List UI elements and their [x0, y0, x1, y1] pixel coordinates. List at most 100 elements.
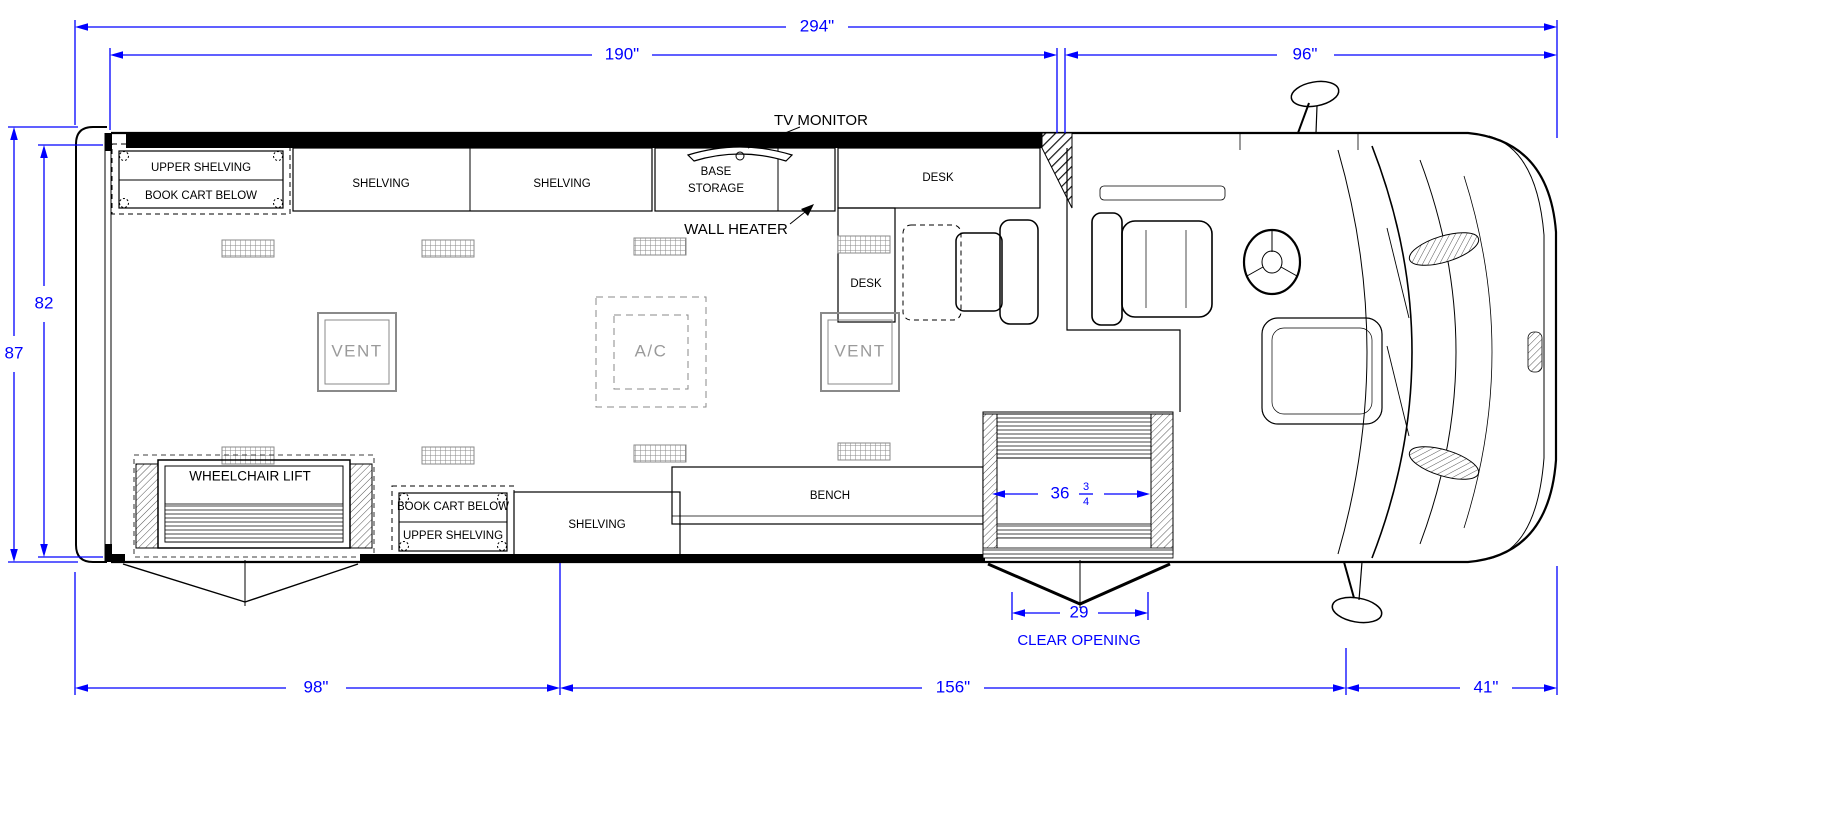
desk-top-box — [837, 147, 1041, 209]
engine-console-outer — [1261, 317, 1383, 425]
vent-right-inner — [827, 319, 893, 385]
overhead-console — [1099, 185, 1226, 201]
lift-pump-left — [135, 463, 159, 549]
dim-41-text: 41" — [1474, 677, 1499, 696]
side-mirror-top — [1290, 80, 1340, 108]
vent-left-label: VENT — [331, 341, 382, 360]
step-rail-left — [982, 413, 998, 555]
upper-shelving-bottom-label: UPPER SHELVING — [403, 530, 503, 542]
desk-side-label: DESK — [850, 278, 882, 290]
rear-wall-corner-bottom — [105, 544, 112, 562]
tv-mount-icon — [735, 151, 745, 161]
step-sill — [982, 547, 1174, 559]
headlight-top — [1408, 232, 1480, 266]
lift-roller — [164, 503, 344, 543]
front-grille-emblem — [1527, 331, 1543, 373]
mirror-arm-bottom — [1358, 561, 1363, 601]
entry-side-doors — [987, 560, 1171, 608]
wall-heater-label: WALL HEATER — [684, 221, 788, 238]
floor-register — [633, 237, 687, 256]
dim-82-text: 82 — [35, 293, 54, 312]
shelving-2-label: SHELVING — [533, 178, 590, 190]
mirror-arm-top — [1297, 102, 1310, 134]
step-mid — [996, 523, 1152, 539]
windshield — [1371, 145, 1413, 559]
lift-dashed-outline — [133, 454, 375, 558]
dim-29-text: 29 — [1070, 602, 1089, 621]
dimension-overall-294: 294" — [74, 16, 1558, 138]
book-cart-dashed-outline — [111, 143, 291, 215]
dimension-front-41: 41" — [1346, 566, 1558, 696]
caster-icon — [273, 198, 283, 208]
tv-monitor-label: TV MONITOR — [774, 112, 868, 129]
front-bumper-inner — [1488, 135, 1545, 560]
floor-register — [837, 235, 891, 254]
floor-register — [633, 444, 687, 463]
desk-top-label: DESK — [922, 172, 954, 184]
dimension-cab-96: 96" — [1064, 44, 1557, 133]
dimension-body-190: 190" — [109, 44, 1058, 133]
floor-register — [221, 446, 275, 465]
floor-register — [421, 239, 475, 258]
dim-96-text: 96" — [1293, 44, 1318, 63]
floor-register — [421, 446, 475, 465]
driver-seat-back — [1091, 212, 1123, 326]
caster-icon — [399, 493, 409, 503]
rear-bumper — [75, 126, 107, 563]
dim-98-text: 98" — [304, 677, 329, 696]
rear-door-left-panel — [122, 563, 246, 603]
rear-side-doors — [122, 560, 359, 606]
ac-inner-dashed — [613, 314, 689, 390]
cab — [1091, 80, 1543, 624]
entry-door-right-panel — [1079, 562, 1171, 606]
lift-pump-right — [349, 463, 373, 549]
wiper-icon — [1386, 345, 1410, 437]
entry-door-left-panel — [987, 562, 1081, 606]
engine-console-inner — [1271, 327, 1373, 415]
dim-87-text: 87 — [5, 343, 24, 362]
headlight-bottom — [1408, 446, 1480, 480]
hood-line-2 — [1463, 175, 1493, 529]
caster-icon — [497, 541, 507, 551]
bench-unit: BENCH — [671, 466, 984, 525]
floor-registers — [221, 235, 891, 465]
caster-icon — [497, 493, 507, 503]
wheelchair-lift-label: WHEELCHAIR LIFT — [189, 469, 311, 484]
passenger-seat-back — [999, 219, 1039, 325]
caster-icon — [399, 541, 409, 551]
step-platform-top — [996, 413, 1152, 459]
upper-shelving-book-cart-top: UPPER SHELVING BOOK CART BELOW — [111, 143, 291, 215]
upper-shelving-top-label: UPPER SHELVING — [151, 162, 251, 174]
mirror-arm-bottom — [1343, 561, 1355, 599]
tv-monitor-shape — [686, 146, 794, 162]
shelving-units-box — [292, 147, 653, 212]
mirror-arm-top — [1315, 105, 1318, 134]
base-storage-unit: BASE STORAGE TV MONITOR WALL HEATER — [654, 112, 868, 238]
dimension-mid-156: 156" — [560, 648, 1347, 696]
dim-36-whole: 36 — [1051, 483, 1070, 502]
lift-platform-outer — [157, 459, 351, 549]
floor-register — [221, 239, 275, 258]
base-storage-label-line2: STORAGE — [688, 183, 744, 195]
book-cart-below-top-label: BOOK CART BELOW — [145, 190, 257, 202]
steering-wheel-icon — [1242, 228, 1302, 296]
dimension-door-width-36-3-4: 36 3 4 — [992, 481, 1150, 508]
base-storage-box — [654, 147, 836, 212]
front-partition-hatch — [1041, 132, 1073, 209]
dimension-rear-98: 98" — [74, 563, 561, 696]
shelving-bottom-box — [513, 491, 681, 559]
shelving-bottom-label: SHELVING — [568, 519, 625, 531]
vent-left-inner — [324, 319, 390, 385]
book-cart-bottom: BOOK CART BELOW UPPER SHELVING — [391, 485, 515, 559]
caster-icon — [119, 151, 129, 161]
dimension-clear-opening-29: 29 CLEAR OPENING — [1011, 592, 1149, 649]
driver-seat-cushion — [1121, 220, 1213, 318]
vent-right-outer — [820, 312, 900, 392]
top-wall — [126, 133, 1042, 148]
dim-156-text: 156" — [936, 677, 970, 696]
ceiling-fixtures: VENT A/C VENT — [317, 296, 900, 408]
clear-opening-caption: CLEAR OPENING — [1017, 632, 1140, 649]
desk-area: DESK DESK — [837, 147, 1041, 325]
wall-heater-arrow — [801, 204, 814, 216]
vent-right-label: VENT — [834, 341, 885, 360]
